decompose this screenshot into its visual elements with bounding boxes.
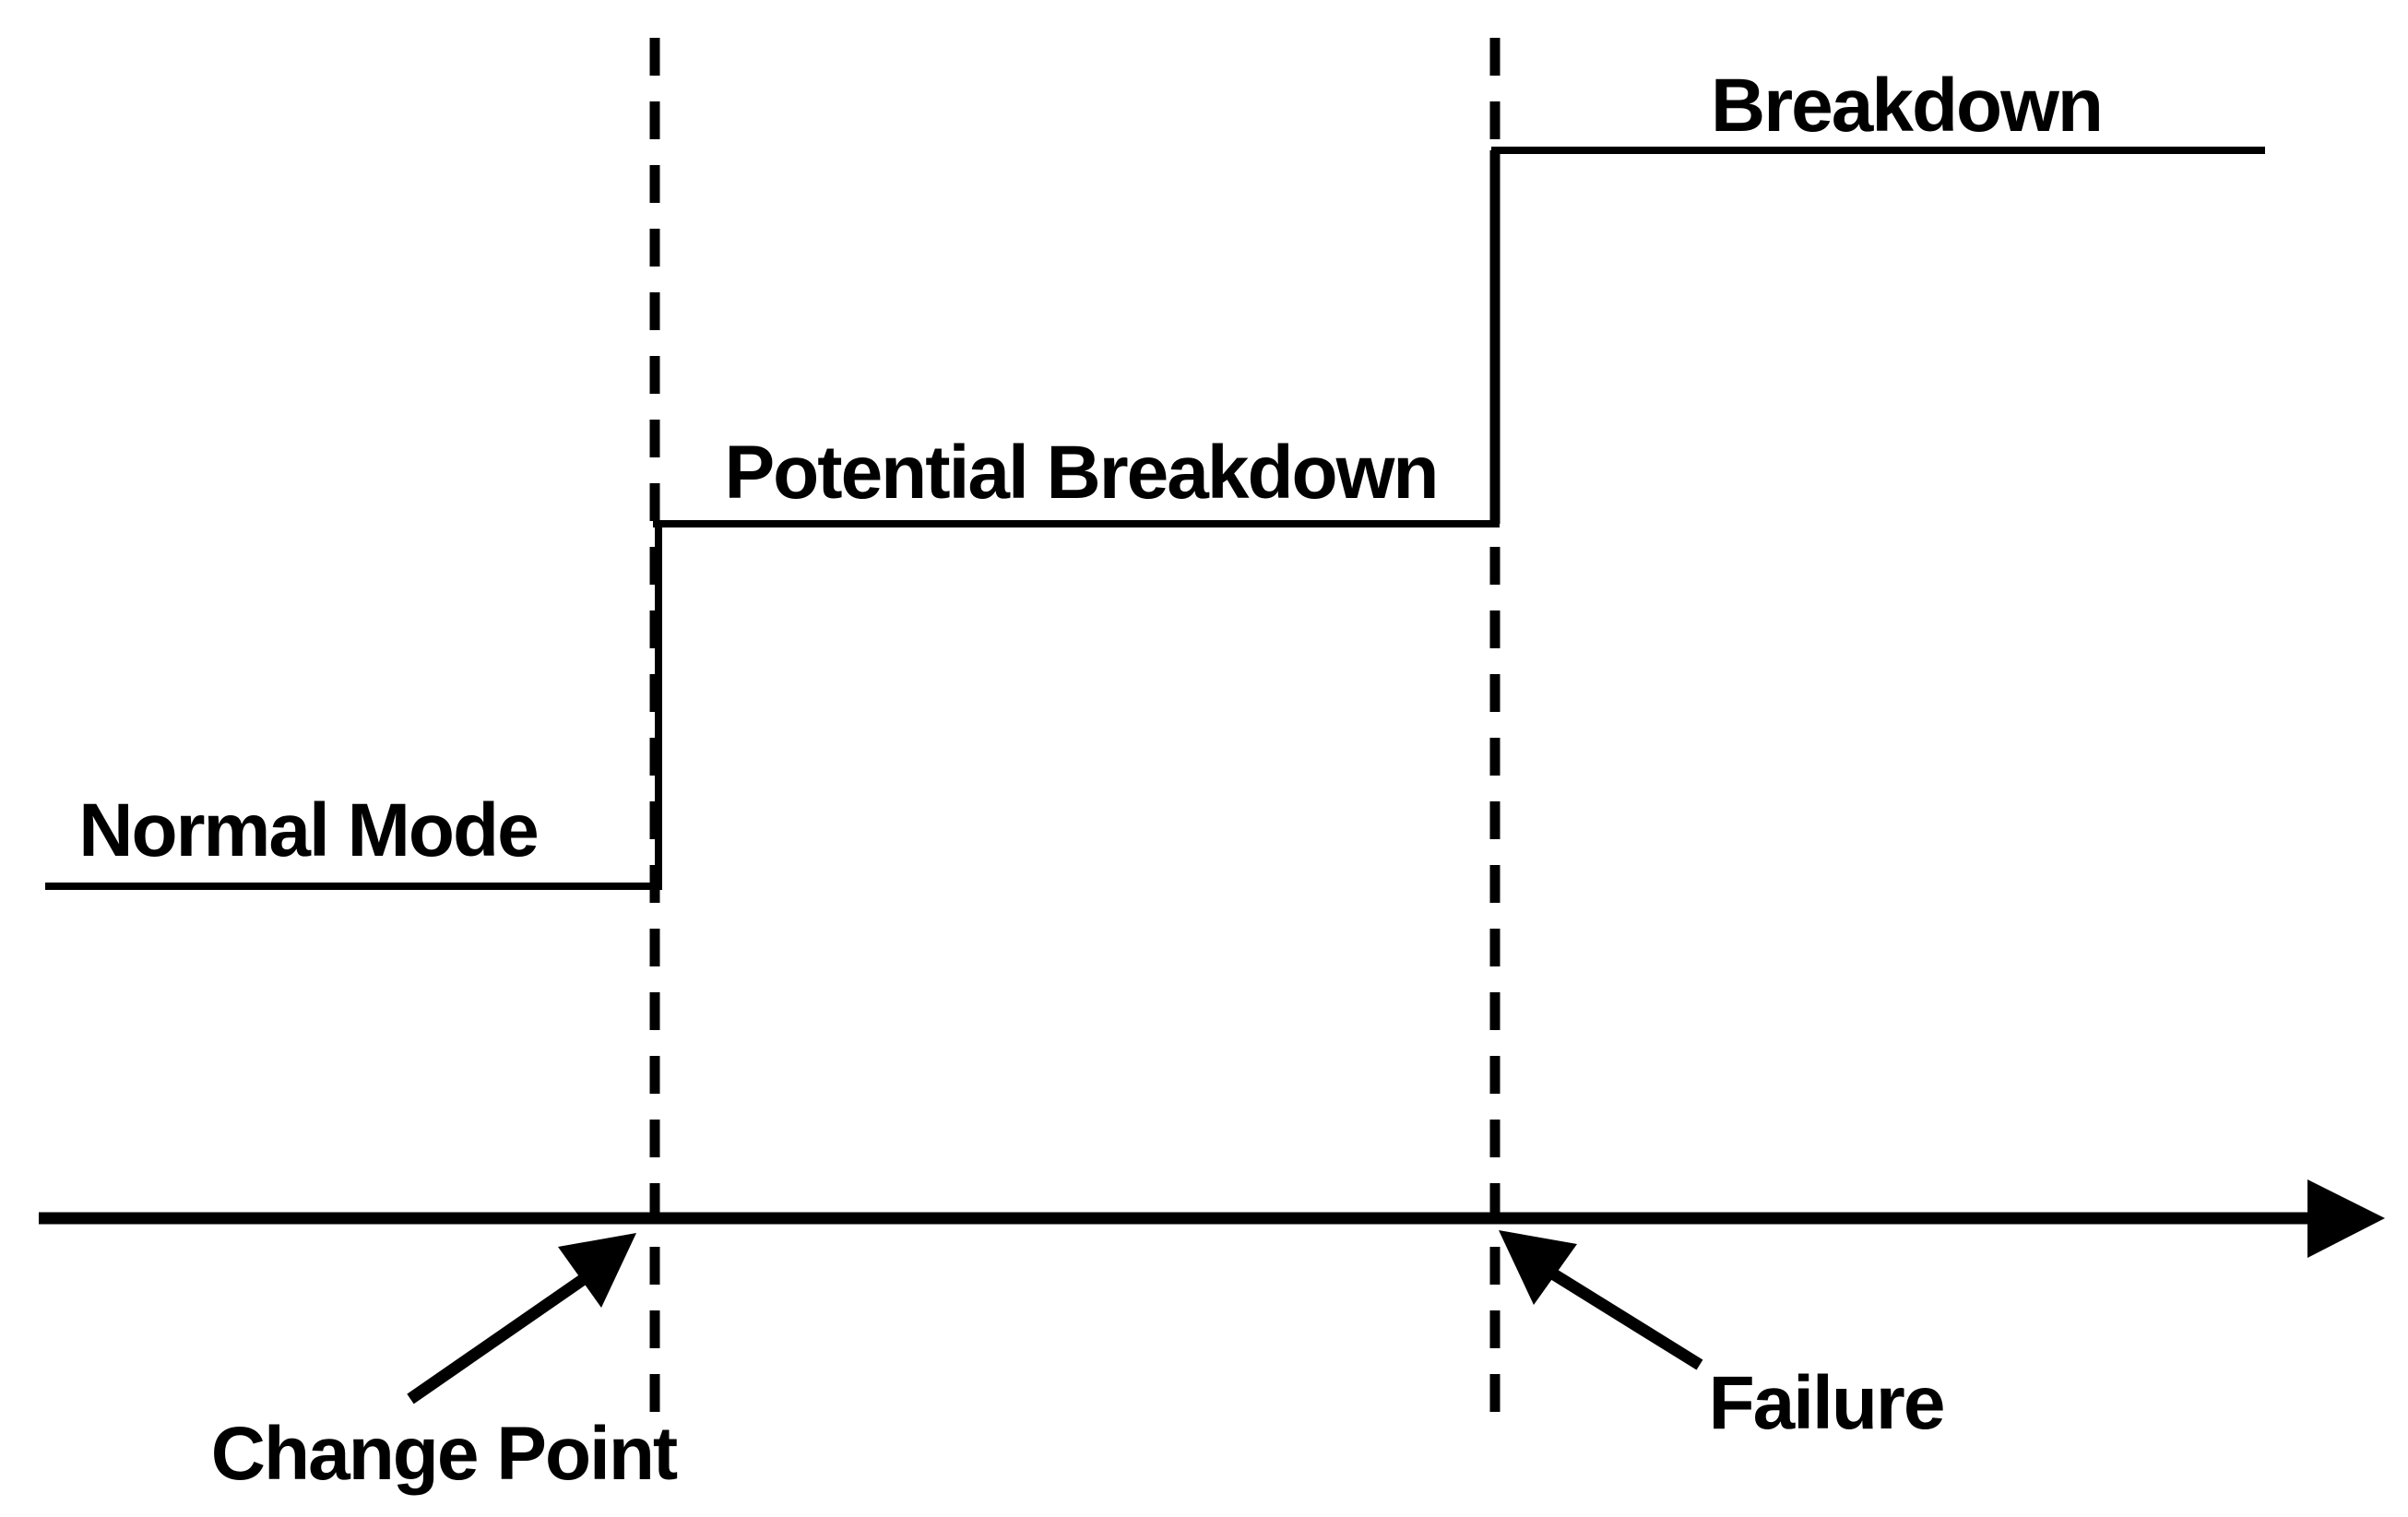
time-axis-arrowhead-icon (2307, 1179, 2385, 1258)
failure-arrow-shaft (1543, 1264, 1703, 1370)
change-point-arrow-shaft (407, 1269, 594, 1404)
change-point-label: Change Point (211, 1412, 678, 1496)
change-point-arrowhead-icon (558, 1233, 636, 1308)
potential-breakdown-label: Potential Breakdown (724, 431, 1437, 515)
failure-label: Failure (1709, 1361, 1944, 1445)
breakdown-label: Breakdown (1711, 64, 2102, 148)
failure-arrowhead-icon (1499, 1230, 1577, 1305)
normal-mode-label: Normal Mode (78, 788, 537, 872)
